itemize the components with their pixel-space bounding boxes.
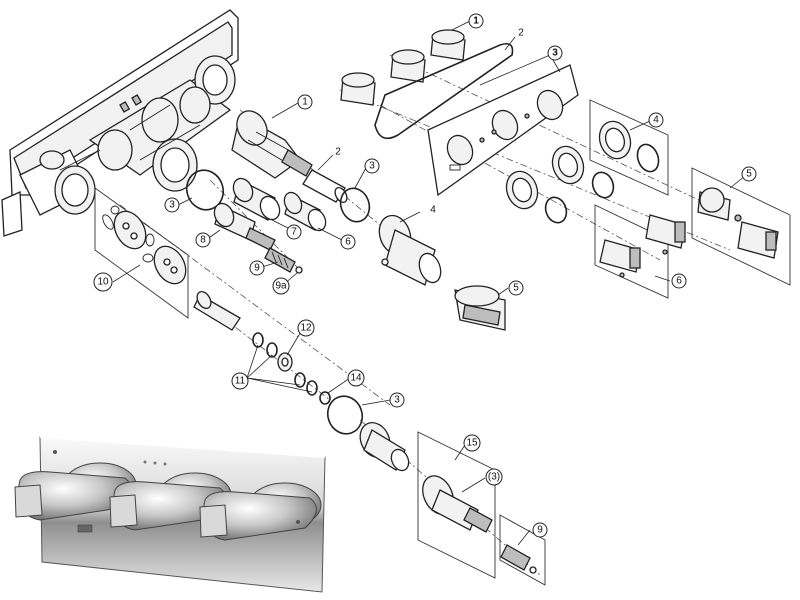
callout-8: 8 — [195, 232, 211, 248]
cartridge-7 — [232, 177, 281, 221]
svg-text:1: 1 — [302, 97, 308, 108]
svg-text:11: 11 — [235, 376, 246, 387]
svg-text:9a: 9a — [275, 281, 287, 292]
spindle-2 — [302, 169, 348, 204]
sleeves-1 — [340, 29, 466, 106]
callout-3-body: 3 — [164, 197, 180, 213]
svg-text:6: 6 — [345, 237, 351, 248]
callout-11: 11 — [231, 372, 249, 390]
leader-lines — [112, 20, 746, 546]
diverter-group-10 — [94, 187, 189, 319]
svg-text:4: 4 — [430, 205, 436, 216]
group-9-lower — [499, 514, 546, 586]
callout-15: 15 — [463, 434, 481, 452]
callout-7: 7 — [286, 224, 302, 240]
faceplate-3 — [427, 64, 579, 197]
callout-4-center: 4 — [430, 205, 436, 216]
callout-10: 10 — [93, 272, 113, 292]
callout-14: 14 — [347, 369, 365, 387]
callout-2-left: 2 — [335, 147, 341, 158]
svg-text:3: 3 — [369, 161, 375, 172]
diverter-shaft — [193, 290, 241, 331]
svg-text:15: 15 — [466, 438, 478, 449]
callout-3-lower: 3 — [389, 392, 405, 408]
svg-text:(3): (3) — [488, 472, 500, 483]
callout-6-center: 6 — [340, 234, 356, 250]
svg-text:1: 1 — [473, 16, 479, 27]
svg-text:4: 4 — [653, 115, 659, 126]
o-ring-3-left — [339, 187, 371, 223]
washers-11 — [252, 332, 318, 396]
cartridge-4 — [378, 214, 442, 286]
valve-body — [1, 9, 239, 237]
callout-1-top: 1 — [468, 13, 484, 29]
svg-text:8: 8 — [200, 235, 206, 246]
svg-text:5: 5 — [513, 283, 519, 294]
washer-14 — [319, 391, 331, 405]
svg-text:14: 14 — [350, 373, 362, 384]
product-photo — [14, 436, 326, 593]
cartridge-1 — [231, 110, 313, 179]
svg-text:3: 3 — [394, 395, 400, 406]
callout-5-center: 5 — [508, 280, 524, 296]
svg-text:9: 9 — [254, 263, 260, 274]
callout-3-paren: (3) — [485, 468, 503, 486]
seat-12 — [277, 352, 293, 372]
callout-1-left: 1 — [297, 94, 313, 110]
svg-text:9: 9 — [537, 525, 543, 536]
cartridge-5 — [454, 285, 506, 331]
callout-5-right: 5 — [741, 166, 757, 182]
spring-9 — [264, 247, 303, 274]
group-6 — [594, 204, 686, 299]
callout-9-lower: 9 — [532, 522, 548, 538]
callout-6-right: 6 — [671, 273, 687, 289]
svg-text:12: 12 — [300, 323, 312, 334]
svg-text:3: 3 — [169, 200, 175, 211]
svg-text:7: 7 — [291, 227, 297, 238]
svg-text:5: 5 — [746, 169, 752, 180]
group-5 — [691, 167, 791, 286]
cartridge-6 — [283, 191, 327, 232]
callout-3-left: 3 — [364, 158, 380, 174]
lower-cartridge — [359, 421, 410, 472]
sleeve-rings-center — [505, 145, 615, 224]
callout-12: 12 — [297, 319, 315, 337]
svg-text:2: 2 — [518, 28, 524, 39]
gasket-2 — [374, 42, 514, 140]
group-4 — [589, 99, 669, 196]
svg-text:2: 2 — [335, 147, 341, 158]
callout-9-left: 9 — [249, 260, 265, 276]
svg-text:3: 3 — [552, 48, 558, 59]
callout-3-top: 3 — [547, 45, 563, 61]
cartridge-8 — [213, 202, 276, 251]
o-ring-3-body — [185, 169, 225, 211]
svg-text:6: 6 — [676, 276, 682, 287]
svg-text:10: 10 — [97, 277, 109, 288]
group-15 — [417, 431, 496, 579]
callout-4-right: 4 — [648, 112, 664, 128]
callout-2-top: 2 — [518, 28, 524, 39]
callout-9a: 9a — [272, 277, 290, 295]
o-ring-3-lower — [326, 395, 364, 435]
